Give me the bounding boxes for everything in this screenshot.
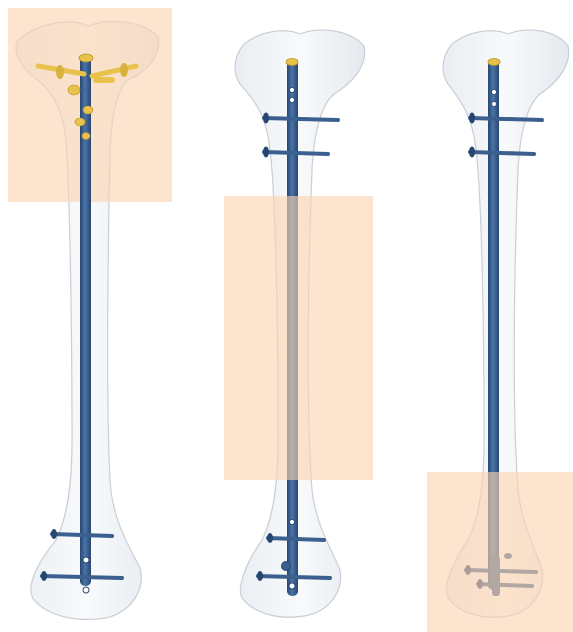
distal-highlight-zone (427, 472, 573, 632)
nail-cap-gold (79, 54, 93, 62)
panel-left (8, 8, 172, 619)
diaphyseal-highlight-zone (224, 196, 373, 480)
panel-right (427, 30, 573, 632)
nail-cap-gold (488, 59, 500, 66)
panel-middle (224, 30, 373, 617)
nail-cap-gold (286, 59, 298, 66)
